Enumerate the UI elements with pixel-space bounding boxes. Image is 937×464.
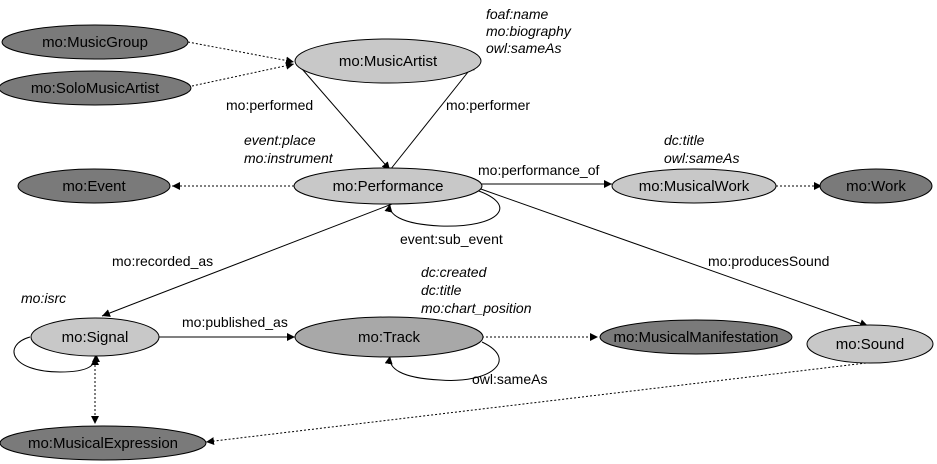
node-track-label: mo:Track (358, 329, 420, 346)
edge-label-performance-of: mo:performance_of (478, 162, 600, 178)
prop-musicalwork-0: dc:title (664, 132, 705, 148)
prop-musicartist-1: mo:biography (486, 23, 572, 39)
node-event-label: mo:Event (62, 178, 126, 195)
prop-track-2: mo:chart_position (421, 300, 532, 316)
prop-track-0: dc:created (421, 264, 488, 280)
node-musicalexpression: mo:MusicalExpression (0, 425, 207, 461)
node-musicalmanifestation-label: mo:MusicalManifestation (613, 329, 778, 346)
edge-sound-to-expression (205, 362, 867, 446)
node-work: mo:Work (819, 168, 933, 204)
edge-label-same-as: owl:sameAs (472, 371, 547, 387)
node-musicalmanifestation: mo:MusicalManifestation (599, 319, 793, 355)
node-musicalexpression-label: mo:MusicalExpression (28, 435, 178, 452)
node-solomusicartist: mo:SoloMusicArtist (0, 70, 192, 106)
edge-recorded-as (101, 203, 393, 317)
prop-performance-1: mo:instrument (244, 150, 334, 166)
node-signal-label: mo:Signal (62, 329, 129, 346)
node-performance: mo:Performance (293, 167, 483, 205)
node-track: mo:Track (294, 316, 484, 358)
edge-label-recorded-as: mo:recorded_as (112, 253, 213, 269)
edge-track-sameas-loop (384, 341, 500, 381)
node-event: mo:Event (17, 168, 171, 204)
prop-signal-0: mo:isrc (21, 290, 66, 306)
node-sound: mo:Sound (806, 324, 934, 364)
node-performance-label: mo:Performance (333, 178, 444, 195)
edge-performer (389, 61, 477, 171)
edge-solomusicartist-to-musicartist (191, 61, 295, 87)
edge-sub-event-loop (384, 189, 501, 227)
node-musicgroup: mo:MusicGroup (1, 24, 189, 60)
node-musicalwork-label: mo:MusicalWork (639, 178, 750, 195)
edge-produces-sound (477, 187, 869, 328)
edge-label-performer: mo:performer (446, 97, 530, 113)
node-signal: mo:Signal (30, 317, 160, 357)
prop-musicartist-2: owl:sameAs (486, 40, 561, 56)
node-sound-label: mo:Sound (836, 336, 904, 353)
edge-label-produces-sound: mo:producesSound (708, 253, 829, 269)
edge-label-performed: mo:performed (226, 97, 313, 113)
edge-label-sub-event: event:sub_event (400, 231, 503, 247)
node-musicartist-label: mo:MusicArtist (339, 53, 438, 70)
prop-performance-0: event:place (244, 132, 316, 148)
prop-track-1: dc:title (421, 282, 462, 298)
node-musicalwork: mo:MusicalWork (611, 168, 777, 204)
node-work-label: mo:Work (846, 178, 906, 195)
node-musicartist: mo:MusicArtist (294, 38, 482, 84)
prop-musicartist-0: foaf:name (486, 6, 548, 22)
node-solomusicartist-label: mo:SoloMusicArtist (31, 80, 160, 97)
edge-performed (295, 61, 391, 171)
node-musicgroup-label: mo:MusicGroup (42, 34, 148, 51)
prop-musicalwork-1: owl:sameAs (664, 150, 739, 166)
edge-label-published-as: mo:published_as (182, 314, 288, 330)
edge-musicgroup-to-musicartist (187, 41, 295, 65)
